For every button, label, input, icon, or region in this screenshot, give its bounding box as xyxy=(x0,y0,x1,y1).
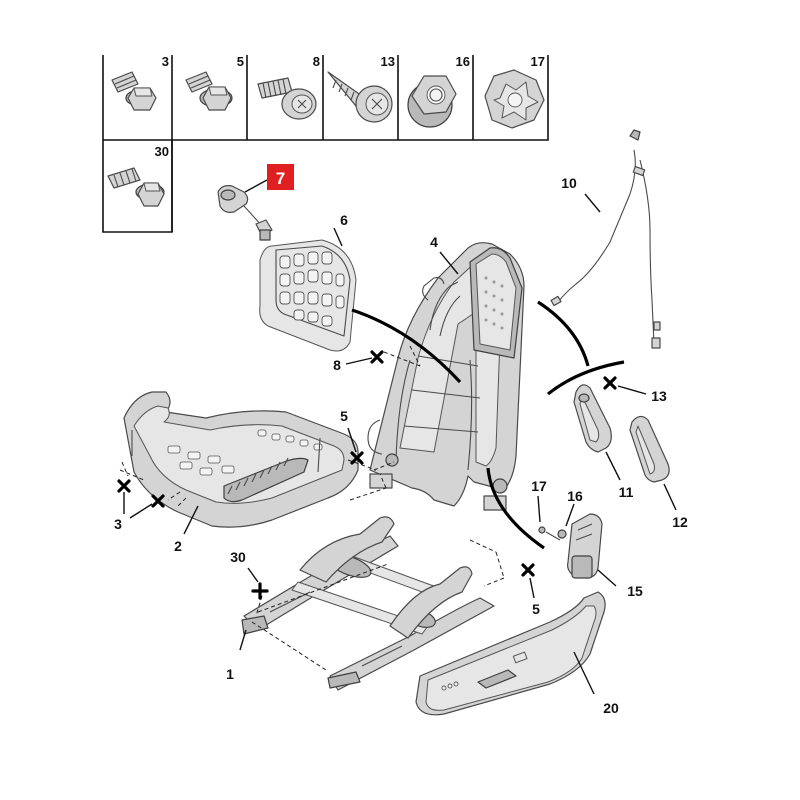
cross-marker-3-left xyxy=(117,479,131,493)
callout-6: 6 xyxy=(340,212,348,228)
push-nut-icon-17 xyxy=(484,69,545,129)
callout-labels: 1 2 3 4 5 5 6 8 10 11 12 13 15 16 17 20 … xyxy=(114,175,688,716)
callout-15: 15 xyxy=(627,583,643,599)
assembly-arcs xyxy=(351,300,625,550)
callout-11: 11 xyxy=(619,484,634,500)
callout-17: 17 xyxy=(531,478,547,494)
motor-part-15 xyxy=(567,513,617,587)
callout-leaders xyxy=(123,357,647,599)
cross-marker-5-upper xyxy=(350,451,364,465)
side-trim-part-20 xyxy=(415,591,606,716)
cross-marker-8 xyxy=(370,350,384,364)
table-cell-label-30: 30 xyxy=(155,144,169,159)
callout-5-lower: 5 xyxy=(532,601,540,617)
plus-marker-30 xyxy=(251,582,269,600)
torx-screw-icon-8 xyxy=(257,77,317,120)
highlight-label-7: 7 xyxy=(276,169,285,188)
callout-20: 20 xyxy=(603,700,619,716)
cross-marker-3-right xyxy=(151,494,165,508)
seatback-frame-part-4 xyxy=(367,242,525,511)
self-tapping-screw-icon-13 xyxy=(327,71,393,123)
callout-30: 30 xyxy=(230,549,246,565)
bolt-icon-30 xyxy=(107,167,165,207)
callout-2: 2 xyxy=(174,538,182,554)
table-cell-label-3: 3 xyxy=(162,54,169,69)
fastener-table: 3 5 8 13 16 17 30 xyxy=(102,54,549,233)
fastener-markers xyxy=(117,350,617,600)
callout-10: 10 xyxy=(561,175,577,191)
callout-12: 12 xyxy=(672,514,688,530)
recliner-handle-part-12 xyxy=(629,415,677,511)
table-cell-label-8: 8 xyxy=(313,54,320,69)
table-cell-label-5: 5 xyxy=(237,54,244,69)
highlight-marker-7 xyxy=(267,164,294,190)
cross-marker-5-lower xyxy=(521,563,535,577)
callout-4: 4 xyxy=(430,234,438,250)
knob-part-7 xyxy=(217,179,273,241)
push-nut-part-17 xyxy=(537,495,561,541)
table-cell-label-16: 16 xyxy=(456,54,470,69)
callout-5-upper: 5 xyxy=(340,408,348,424)
recliner-lever-part-11 xyxy=(573,384,621,481)
seat-rails-part-1 xyxy=(239,516,495,691)
cross-marker-13 xyxy=(603,376,617,390)
nut-part-16 xyxy=(557,503,575,539)
table-cell-label-17: 17 xyxy=(531,54,545,69)
seat-pan-part-2 xyxy=(123,391,359,535)
bolt-icon-5 xyxy=(185,71,233,111)
callout-8: 8 xyxy=(333,357,341,373)
table-cell-label-13: 13 xyxy=(381,54,395,69)
callout-13: 13 xyxy=(651,388,667,404)
lumbar-panel-part-6 xyxy=(259,227,357,352)
release-cable-part-10 xyxy=(550,129,661,349)
assembly-dashed-lines xyxy=(119,345,505,671)
callout-1: 1 xyxy=(226,666,234,682)
bolt-icon-3 xyxy=(111,71,157,111)
callout-3: 3 xyxy=(114,516,122,532)
flange-nut-icon-16 xyxy=(407,75,457,128)
callout-16: 16 xyxy=(567,488,583,504)
